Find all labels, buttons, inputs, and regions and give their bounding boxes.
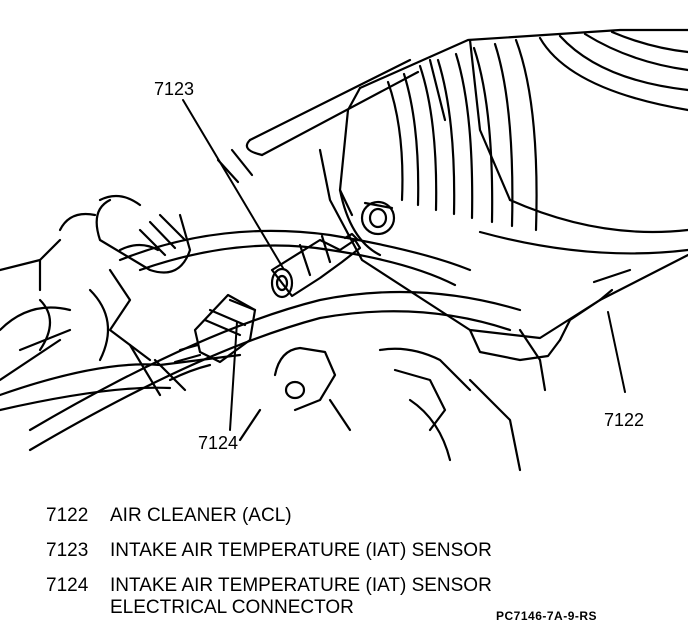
hoses xyxy=(0,229,522,452)
grommet xyxy=(360,200,396,236)
engine-diagram: 7123 7124 7122 xyxy=(0,28,688,472)
iat-sensor xyxy=(270,232,362,299)
legend-row: 7122 AIR CLEANER (ACL) xyxy=(46,505,292,527)
leader-lines xyxy=(182,99,626,431)
legend-row: 7123 INTAKE AIR TEMPERATURE (IAT) SENSOR xyxy=(46,540,492,562)
legend-description-line2: ELECTRICAL CONNECTOR xyxy=(110,597,354,618)
air-cleaner-housing xyxy=(318,28,688,362)
callout-7124: 7124 xyxy=(198,433,239,453)
callout-7123: 7123 xyxy=(154,79,195,99)
legend-row: 7124 INTAKE AIR TEMPERATURE (IAT) SENSOR xyxy=(46,575,492,597)
callout-7122: 7122 xyxy=(604,410,645,430)
legend-description: INTAKE AIR TEMPERATURE (IAT) SENSOR xyxy=(110,540,492,561)
legend-number: 7122 xyxy=(46,505,89,526)
intake-tube xyxy=(216,58,420,184)
leader-7124 xyxy=(229,321,238,431)
legend-number: 7124 xyxy=(46,575,89,596)
figure-code: PC7146-7A-9-RS xyxy=(496,609,598,623)
legend-description: AIR CLEANER (ACL) xyxy=(110,505,292,526)
leader-7122 xyxy=(607,311,626,393)
legend-description: INTAKE AIR TEMPERATURE (IAT) SENSOR xyxy=(110,575,492,596)
lower-components xyxy=(238,328,547,472)
diagram-illustration xyxy=(0,28,688,472)
legend-number: 7123 xyxy=(46,540,89,561)
throttle-body xyxy=(0,194,192,382)
iat-connector xyxy=(168,293,257,382)
leader-7123 xyxy=(182,99,284,269)
